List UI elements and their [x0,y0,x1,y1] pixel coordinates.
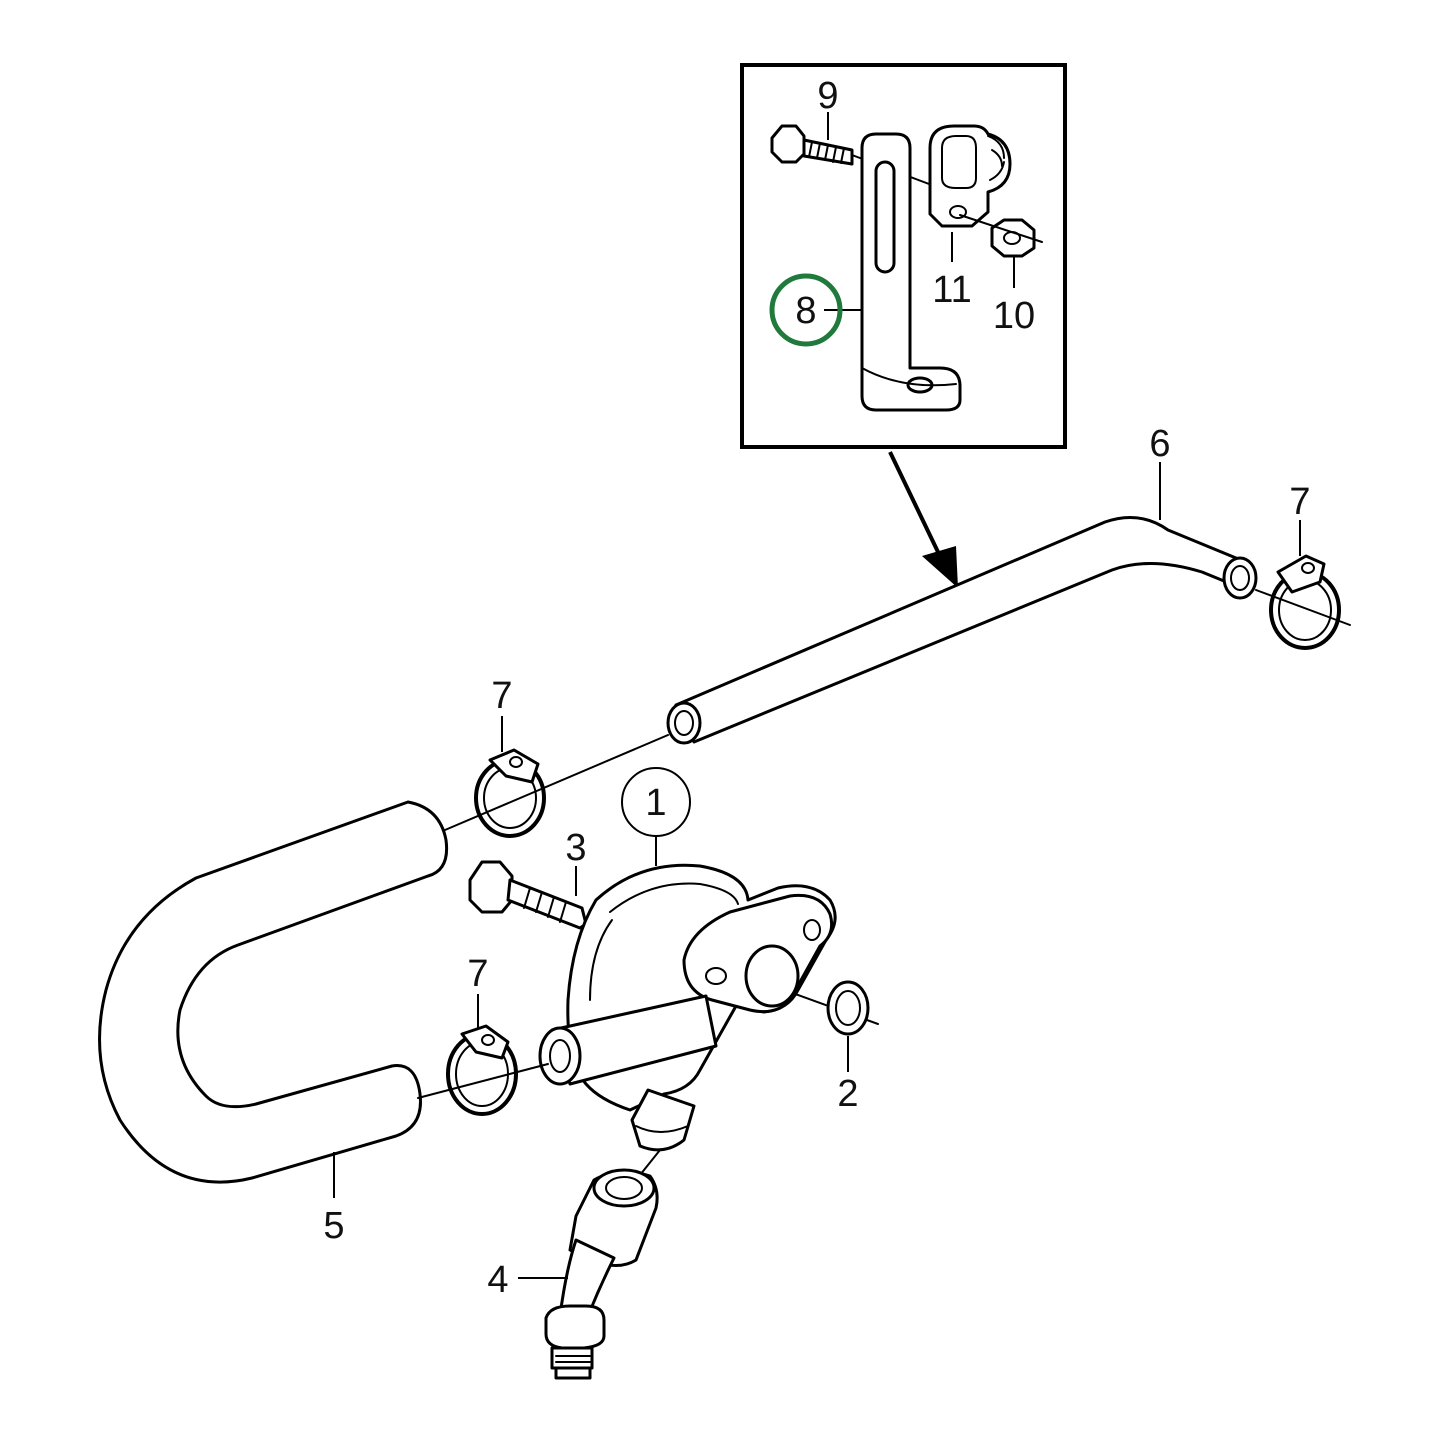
axis-line-lower [417,1063,549,1099]
callout-5: 5 [323,1205,344,1247]
callout-2: 2 [837,1073,858,1115]
part-housing-1 [538,832,837,1152]
inset-pointer-arrow [888,451,958,588]
callout-10: 10 [993,295,1035,337]
callout-1-ring [621,767,691,837]
part-hose-6 [666,462,1258,745]
part-clamp-7-right [1269,520,1341,650]
callout-8: 8 [795,290,816,332]
axis-line-upper [444,734,669,831]
callout-1: 1 [645,782,666,824]
part-clamp-7-upper [474,716,546,838]
highlight-circle [769,273,843,347]
callout-7-lower: 7 [467,953,488,995]
callout-9: 9 [817,75,838,117]
part-clamp-7-lower [446,994,518,1116]
callout-11: 11 [932,269,971,311]
part-bracket-8 [860,132,962,412]
callout-4: 4 [487,1259,508,1301]
part-clip-11 [928,124,1012,228]
part-washer-2 [826,980,870,1072]
part-fitting-4 [518,1168,659,1380]
callout-7-right: 7 [1289,481,1310,523]
part-nut-10 [959,214,1043,258]
callout-7-upper: 7 [491,675,512,717]
part-hose-5 [98,800,449,1198]
callout-6: 6 [1149,423,1170,465]
callout-3: 3 [565,827,586,869]
detail-inset: 9 8 11 10 [740,63,1067,449]
